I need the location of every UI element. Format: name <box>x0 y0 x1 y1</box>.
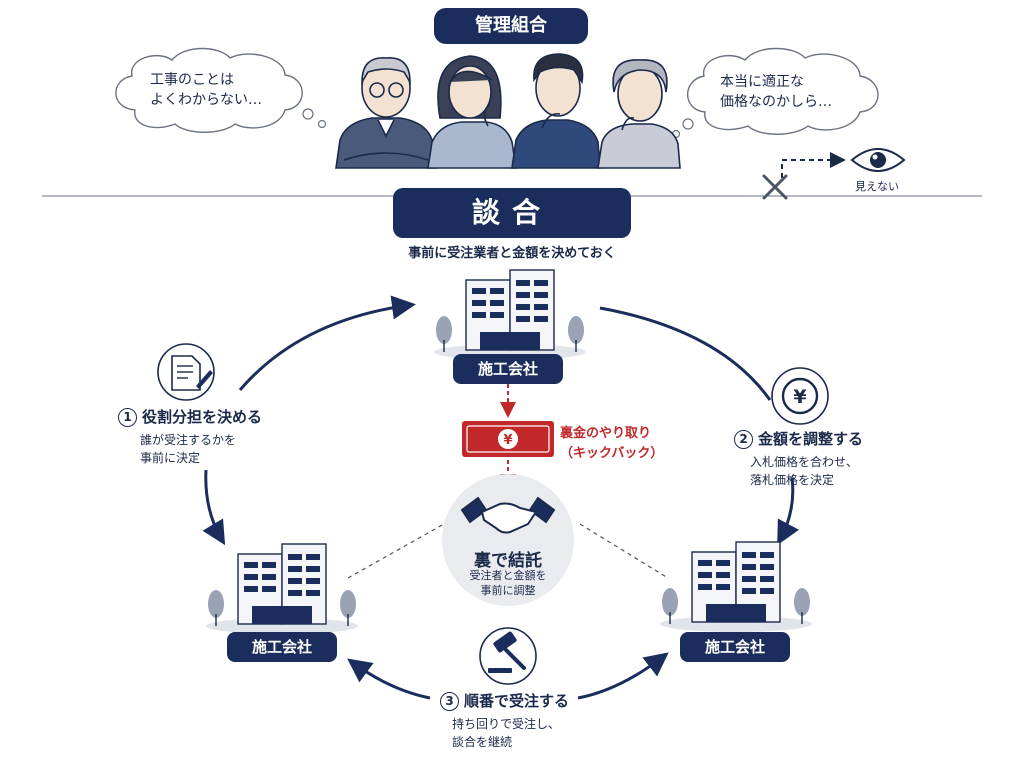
person-4 <box>597 59 681 169</box>
collusion-desc: 受注者と金額を 事前に調整 <box>469 569 547 597</box>
document-pen-icon <box>157 343 215 401</box>
arrow-bottom-left <box>347 658 431 700</box>
gavel-icon <box>479 627 537 685</box>
arrow-top-left <box>238 295 416 391</box>
yen-coin-icon: ¥ <box>771 367 829 425</box>
eye-icon <box>850 148 906 172</box>
step-desc: 入札価格を合わせ、 落札価格を決定 <box>750 455 859 487</box>
banknote-icon: ¥ <box>462 421 554 457</box>
thought-bubble-left <box>115 47 327 133</box>
step-title: 金額を調整する <box>758 430 864 448</box>
thought-text-right: 本当に適正な 価格なのかしら… <box>720 74 832 110</box>
step-title: 役割分担を決める <box>142 408 263 426</box>
step-desc: 誰が受注するかを 事前に決定 <box>140 433 237 465</box>
dango-subtitle: 事前に受注業者と金額を決めておく <box>408 246 616 261</box>
step-2: 2 金額を調整する 入札価格を合わせ、 落札価格を決定 <box>734 428 863 489</box>
building-icon <box>206 543 358 634</box>
step-desc: 持ち回りで受注し、 談合を継続 <box>452 717 561 749</box>
title-kanri-kumiai: 管理組合 <box>434 8 588 44</box>
person-1 <box>335 57 437 169</box>
arrow-top-right <box>599 306 772 401</box>
step-title: 順番で受注する <box>464 692 570 710</box>
hidden-label: 見えない <box>855 180 899 193</box>
svg-text:¥: ¥ <box>793 386 806 408</box>
step-number: 1 <box>118 408 137 427</box>
dango-title: 談合 <box>393 188 631 238</box>
person-3 <box>511 53 601 169</box>
arrow-right-down <box>777 477 800 546</box>
step-1: 1 役割分担を決める 誰が受注するかを 事前に決定 <box>118 406 262 467</box>
step-3: 3 順番で受注する 持ち回りで受注し、 談合を継続 <box>440 690 569 751</box>
kickback-text: 裏金のやり取り （キックバック） <box>560 426 664 461</box>
arrow-bottom-right <box>577 652 669 700</box>
person-2 <box>427 55 517 169</box>
handshake-icon <box>460 496 556 534</box>
dashed-right <box>579 523 669 579</box>
cross-icon <box>762 174 788 200</box>
arrow-left-down <box>202 469 226 546</box>
company-label-right: 施工会社 <box>680 632 790 662</box>
company-label-left: 施工会社 <box>227 632 337 662</box>
thought-bubble-right <box>671 47 879 139</box>
collusion-title: 裏で結託 <box>474 551 542 571</box>
company-label-top: 施工会社 <box>453 354 563 384</box>
step-number: 3 <box>440 692 459 711</box>
dashed-left <box>347 523 445 579</box>
step-number: 2 <box>734 430 753 449</box>
building-icon <box>434 269 586 360</box>
building-icon <box>660 541 812 632</box>
thought-text-left: 工事のことは よくわからない… <box>150 72 262 108</box>
svg-text:¥: ¥ <box>503 433 512 448</box>
hidden-arrow <box>781 152 846 178</box>
